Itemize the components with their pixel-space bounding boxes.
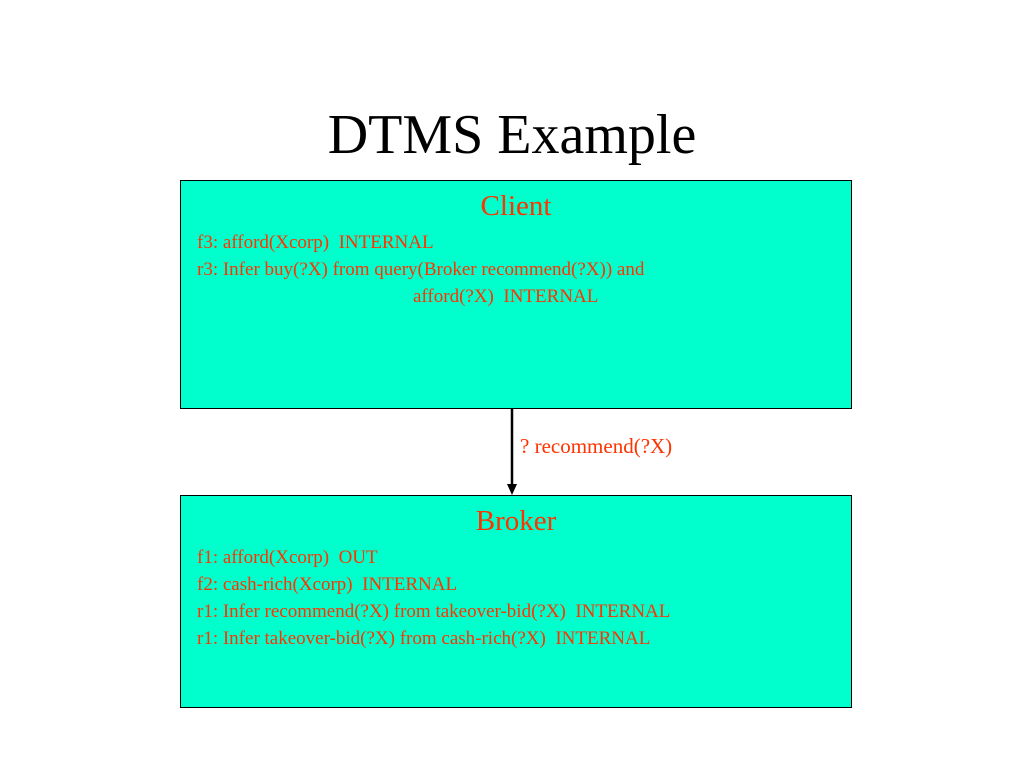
arrow-head [507, 484, 517, 495]
broker-heading: Broker [475, 505, 557, 537]
broker-line-r1-takeover: r1: Infer takeover-bid(?X) from cash-ric… [197, 628, 651, 649]
broker-line-f2: f2: cash-rich(Xcorp) INTERNAL [197, 574, 458, 595]
edge-label: ? recommend(?X) [520, 434, 673, 458]
client-heading: Client [480, 190, 552, 222]
broker-line-f1: f1: afford(Xcorp) OUT [197, 547, 378, 568]
slide-title: DTMS Example [327, 104, 697, 166]
client-box: Client f3: afford(Xcorp) INTERNAL r3: In… [180, 180, 852, 409]
client-line-r3-continuation: afford(?X) INTERNAL [413, 286, 599, 307]
broker-line-r1-recommend: r1: Infer recommend(?X) from takeover-bi… [197, 601, 671, 622]
broker-box: Broker f1: afford(Xcorp) OUT f2: cash-ri… [180, 495, 852, 708]
client-line-r3: r3: Infer buy(?X) from query(Broker reco… [197, 259, 645, 280]
client-line-f3: f3: afford(Xcorp) INTERNAL [197, 232, 434, 253]
